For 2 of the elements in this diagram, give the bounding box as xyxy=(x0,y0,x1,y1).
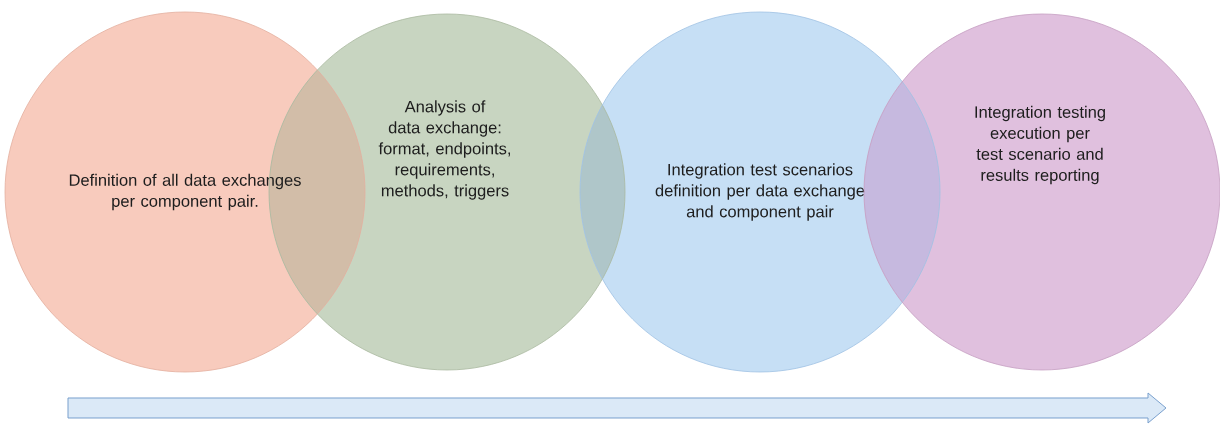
circle-node: Definition of all data exchanges per component pair. xyxy=(4,11,366,373)
circle-node: Integration test scenarios definition per data exchange and component pair xyxy=(579,11,941,373)
